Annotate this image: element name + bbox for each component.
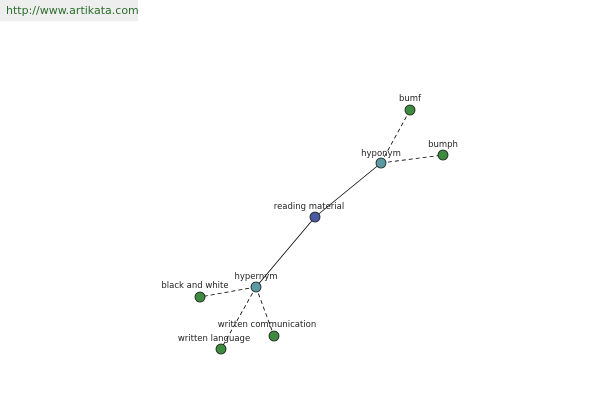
node-hypernym[interactable]	[250, 281, 262, 293]
edge-hypernym-to-black-and-white	[199, 286, 257, 298]
edge-reading-material-to-hypernym	[255, 216, 316, 288]
edges-layer	[199, 109, 444, 350]
label-bumf: bumf	[399, 94, 422, 104]
label-bumph: bumph	[428, 140, 458, 150]
node-bumph[interactable]	[437, 149, 449, 161]
node-written-language[interactable]	[215, 343, 227, 355]
node-hyponym[interactable]	[375, 157, 387, 169]
edge-reading-material-to-hyponym	[314, 162, 382, 218]
node-bumf[interactable]	[404, 104, 416, 116]
labels-layer: reading material hyponym hypernym bumf bumph…	[161, 94, 458, 344]
node-reading-material[interactable]	[309, 211, 321, 223]
node-written-communication[interactable]	[268, 330, 280, 342]
label-hypernym: hypernym	[234, 272, 277, 282]
label-written-communication: written communication	[218, 320, 317, 330]
label-reading-material: reading material	[274, 202, 344, 212]
label-black-and-white: black and white	[161, 281, 228, 291]
nodes-layer	[194, 104, 449, 355]
watermark-url: http://www.artikata.com	[0, 0, 139, 21]
edge-hypernym-to-written-language	[220, 286, 257, 350]
label-written-language: written language	[178, 334, 250, 344]
label-hyponym: hyponym	[361, 149, 401, 159]
edge-hyponym-to-bumph	[380, 154, 444, 164]
edge-hypernym-to-written-communication	[255, 286, 275, 337]
edge-hyponym-to-bumf	[380, 109, 411, 164]
node-black-and-white[interactable]	[194, 291, 206, 303]
